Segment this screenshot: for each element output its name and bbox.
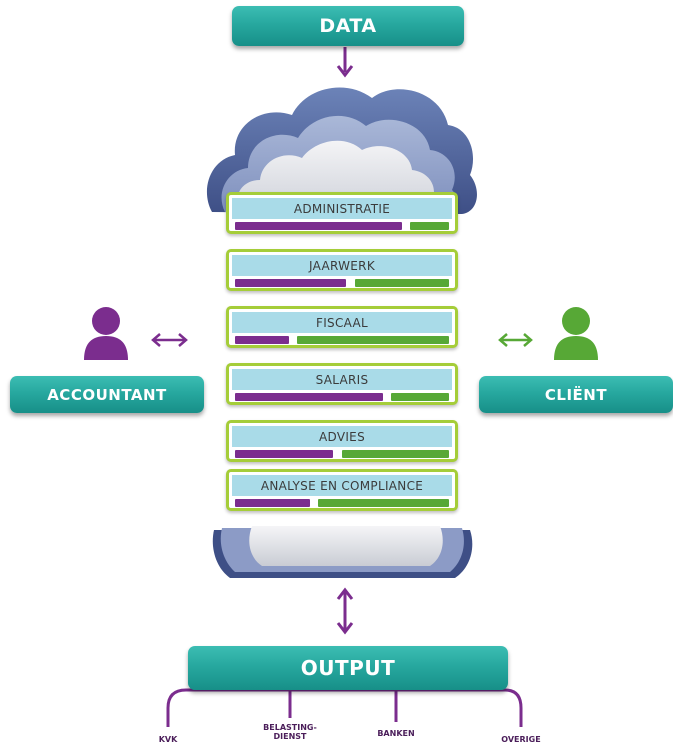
output-kvk: KVK bbox=[148, 735, 188, 744]
accountant-label: ACCOUNTANT bbox=[47, 385, 167, 404]
output-kvk-line1: KVK bbox=[158, 735, 178, 744]
layer-4: ADVIES bbox=[226, 420, 458, 462]
output-banner: OUTPUT bbox=[188, 646, 508, 690]
purple-share-bar bbox=[235, 279, 346, 287]
green-share-bar bbox=[391, 393, 449, 401]
layer-2: FISCAAL bbox=[226, 306, 458, 348]
client-banner: CLIËNT bbox=[479, 376, 673, 413]
layer-1: JAARWERK bbox=[226, 249, 458, 291]
double-arrow-vertical-icon bbox=[336, 587, 354, 635]
client-person-icon bbox=[554, 307, 598, 360]
green-share-bar bbox=[410, 222, 449, 230]
output-belastingdienst-line1: BELASTING- bbox=[263, 723, 317, 732]
accountant-person-icon bbox=[84, 307, 128, 360]
stack-base bbox=[212, 526, 473, 578]
layer-title: ANALYSE EN COMPLIANCE bbox=[232, 475, 452, 496]
green-share-bar bbox=[297, 336, 449, 344]
layer-title: ADVIES bbox=[232, 426, 452, 447]
layer-title: JAARWERK bbox=[232, 255, 452, 276]
client-label: CLIËNT bbox=[544, 385, 608, 404]
green-share-bar bbox=[318, 499, 449, 507]
layer-title: FISCAAL bbox=[232, 312, 452, 333]
output-banken-line1: BANKEN bbox=[377, 729, 415, 738]
double-arrow-right-icon bbox=[498, 333, 533, 347]
purple-share-bar bbox=[235, 499, 310, 507]
accountant-banner: ACCOUNTANT bbox=[10, 376, 204, 413]
purple-share-bar bbox=[235, 450, 333, 458]
output-belastingdienst-line2: DIENST bbox=[273, 732, 307, 741]
layer-3: SALARIS bbox=[226, 363, 458, 405]
data-banner-label: DATA bbox=[319, 15, 377, 37]
purple-share-bar bbox=[235, 222, 402, 230]
output-belastingdienst: BELASTING- DIENST bbox=[256, 723, 324, 741]
purple-share-bar bbox=[235, 336, 289, 344]
cloud-icon bbox=[206, 87, 477, 214]
output-branches bbox=[166, 688, 523, 727]
purple-share-bar bbox=[235, 393, 383, 401]
layer-title: ADMINISTRATIE bbox=[232, 198, 452, 219]
green-share-bar bbox=[355, 279, 449, 287]
arrow-down-icon bbox=[336, 47, 354, 78]
output-banner-label: OUTPUT bbox=[300, 656, 396, 680]
output-overige-line1: OVERIGE bbox=[501, 735, 541, 744]
green-share-bar bbox=[342, 450, 449, 458]
output-overige: OVERIGE bbox=[490, 735, 552, 744]
layer-0: ADMINISTRATIE bbox=[226, 192, 458, 234]
output-banken: BANKEN bbox=[366, 729, 426, 738]
data-banner: DATA bbox=[232, 6, 464, 46]
layer-title: SALARIS bbox=[232, 369, 452, 390]
double-arrow-left-icon bbox=[151, 333, 188, 347]
layer-5: ANALYSE EN COMPLIANCE bbox=[226, 469, 458, 511]
